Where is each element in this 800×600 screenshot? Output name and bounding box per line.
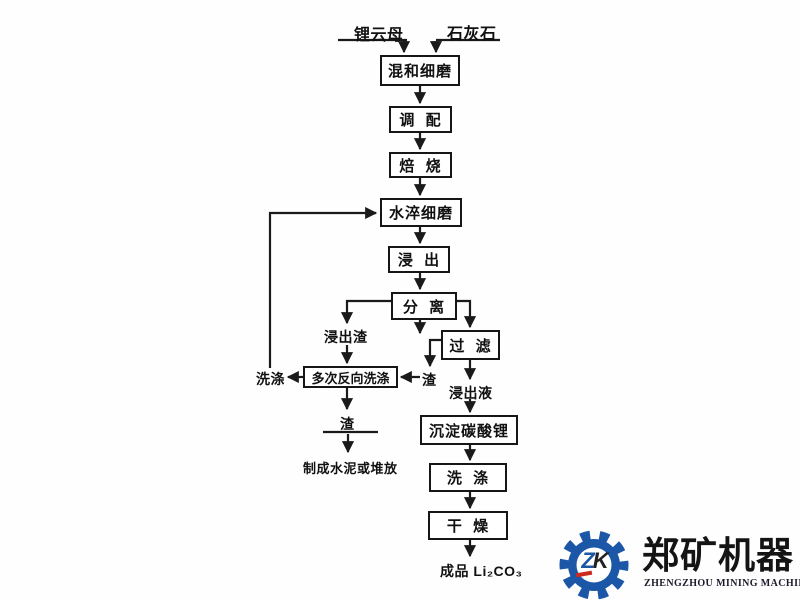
node-roast: 焙 烧	[389, 152, 452, 178]
arrow-filter-to-residue	[423, 338, 441, 368]
node-blend: 调 配	[389, 106, 452, 133]
node-wash: 洗 涤	[429, 463, 507, 492]
node-separate: 分 离	[391, 292, 457, 320]
label-final-product: 成品 Li₂CO₃	[440, 563, 523, 579]
node-dry: 干 燥	[428, 511, 508, 540]
node-precipitate: 沉淀碳酸锂	[420, 415, 518, 445]
label-wash-water-recycle: 洗涤	[256, 371, 285, 387]
company-name: 郑矿机器	[642, 535, 794, 576]
logo-monogram: ZK	[574, 550, 614, 572]
node-leach: 浸 出	[388, 246, 450, 273]
company-logo: ZK 郑矿机器 ZHENGZHOU MINING MACHINERY	[552, 524, 800, 600]
label-leach-residue: 浸出渣	[324, 329, 368, 345]
arrow-separate-to-leach-residue	[340, 299, 391, 325]
node-counter-wash: 多次反向洗涤	[303, 366, 398, 388]
label-limestone: 石灰石	[447, 26, 497, 43]
arrow-separate-to-filter	[457, 299, 477, 329]
logo-monogram-z: Z	[581, 548, 595, 573]
node-quench-grind: 水淬细磨	[380, 198, 462, 227]
node-mix-grind: 混和细磨	[380, 55, 460, 86]
node-filter: 过 滤	[441, 330, 500, 360]
label-lithium-mica: 锂云母	[354, 27, 404, 44]
recycle-line-wash-water-to-quench	[268, 206, 378, 368]
label-residue-to-wash: 渣	[422, 372, 437, 388]
label-leach-liquor: 浸出液	[449, 385, 493, 401]
label-cement-or-stockpile: 制成水泥或堆放	[303, 461, 398, 476]
label-residue-bottom: 渣	[340, 416, 355, 432]
logo-monogram-k: K	[592, 548, 609, 573]
company-name-en: ZHENGZHOU MINING MACHINERY	[644, 578, 800, 589]
